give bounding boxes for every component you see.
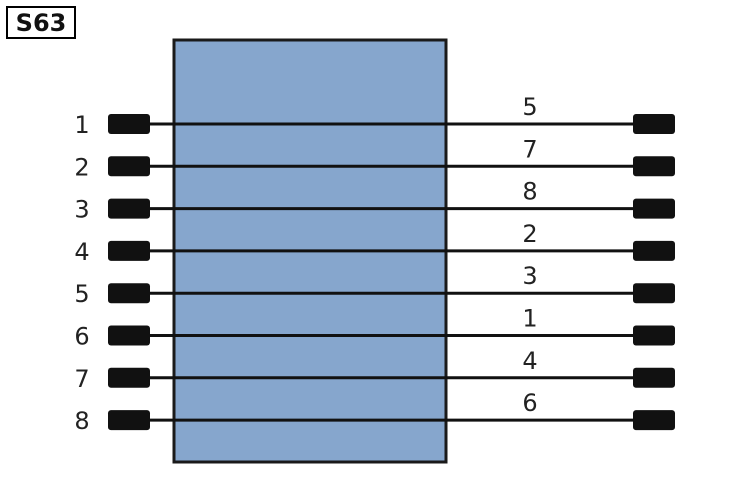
left-pin-2 <box>108 156 150 177</box>
left-pin-label: 5 <box>74 280 89 308</box>
right-pin-1 <box>633 114 675 134</box>
right-pin-7 <box>633 367 675 388</box>
left-pin-label: 6 <box>74 323 89 351</box>
left-pin-6 <box>108 325 150 346</box>
right-pin-label: 4 <box>522 347 537 375</box>
right-pin-4 <box>633 240 675 261</box>
left-pin-label: 3 <box>74 196 89 224</box>
right-pin-label: 7 <box>522 135 537 163</box>
right-pin-label: 8 <box>522 178 537 206</box>
left-pins-group: 1 2 3 4 5 6 7 8 <box>74 111 150 435</box>
left-pin-3 <box>108 198 150 219</box>
right-pin-2 <box>633 156 675 177</box>
left-pin-7 <box>108 367 150 388</box>
left-pin-label: 7 <box>74 365 89 393</box>
left-pin-8 <box>108 410 150 431</box>
right-pin-8 <box>633 410 675 431</box>
left-pin-4 <box>108 240 150 261</box>
right-pin-label: 3 <box>522 262 537 290</box>
left-pin-label: 4 <box>74 238 89 266</box>
right-pin-label: 5 <box>522 93 537 121</box>
right-pins-group: 5 7 8 2 3 1 4 6 <box>522 93 675 431</box>
left-pin-label: 1 <box>74 111 89 139</box>
right-pin-label: 2 <box>522 220 537 248</box>
right-pin-label: 1 <box>522 305 537 333</box>
left-pin-label: 8 <box>74 407 89 435</box>
left-pin-1 <box>108 114 150 134</box>
diagram-label: S63 <box>6 6 76 39</box>
right-pin-label: 6 <box>522 389 537 417</box>
left-pin-5 <box>108 283 150 304</box>
right-pin-5 <box>633 283 675 304</box>
right-pin-6 <box>633 325 675 346</box>
left-pin-label: 2 <box>74 153 89 181</box>
wires-group <box>150 122 633 422</box>
right-pin-3 <box>633 198 675 219</box>
